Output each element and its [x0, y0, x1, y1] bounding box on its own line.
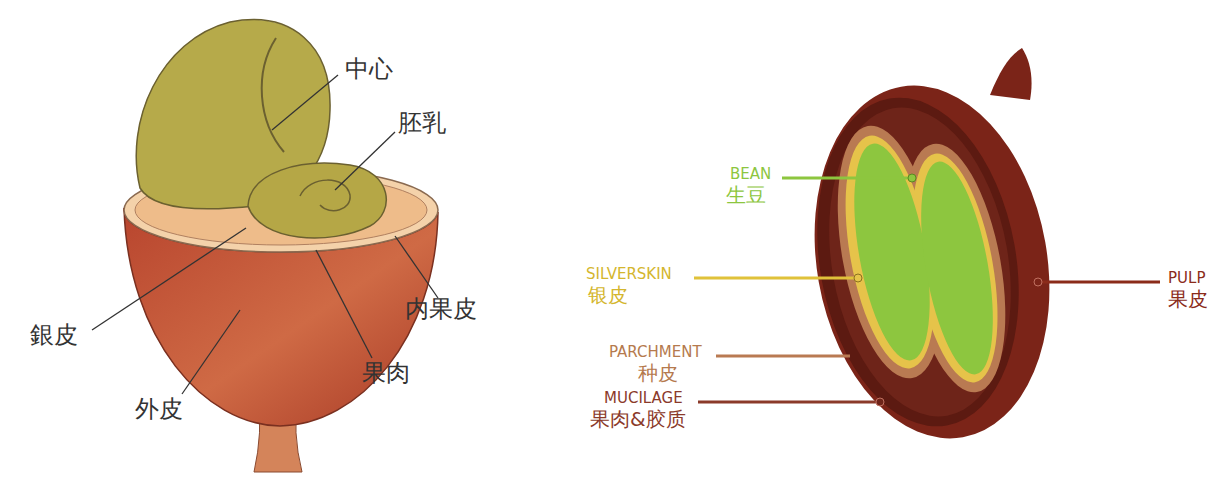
pulp-skin: [788, 67, 1076, 458]
endosperm-bean: [248, 163, 386, 238]
leader-line: [716, 355, 850, 358]
part-label: BEAN: [730, 166, 771, 183]
part-label: 种皮: [638, 362, 678, 385]
leader-dot: [854, 274, 862, 282]
part-label: SILVERSKIN: [586, 266, 672, 283]
leader-dot: [908, 174, 916, 182]
leader-line: [92, 228, 246, 330]
leader-line: [698, 401, 880, 404]
right-cherry: [694, 48, 1160, 457]
leader-dot: [1034, 278, 1042, 286]
leader-dot: [876, 398, 884, 406]
endosperm-curl: [300, 180, 350, 211]
part-label: 银皮: [588, 284, 628, 307]
part-label: PULP: [1168, 270, 1205, 287]
bean-groove: [262, 38, 284, 152]
part-label: 果皮: [1168, 288, 1208, 311]
part-label: PARCHMENT: [609, 344, 702, 361]
part-label: MUCILAGE: [604, 390, 683, 407]
leader-line: [782, 177, 912, 180]
cherry-nub: [990, 48, 1032, 100]
part-label: 外皮: [135, 396, 183, 424]
leader-line: [182, 310, 240, 394]
leader-lines-right: [694, 174, 1160, 406]
cut-face: [793, 82, 1044, 443]
bean-right: [908, 156, 1007, 379]
leader-line: [694, 277, 858, 280]
leader-line: [272, 75, 338, 130]
leader-line: [335, 132, 395, 190]
mucilage-layer: [806, 93, 1034, 431]
part-label: 生豆: [726, 184, 766, 207]
part-label: 果肉&胶质: [590, 408, 686, 431]
part-label: 中心: [345, 56, 393, 84]
part-label: 銀皮: [30, 322, 78, 350]
part-label: 果肉: [362, 360, 410, 388]
left-cherry: [92, 20, 438, 472]
leader-line: [395, 236, 438, 298]
part-label: 内果皮: [405, 296, 477, 324]
leader-line: [1038, 281, 1160, 284]
leader-line: [316, 250, 372, 358]
part-label: 胚乳: [398, 110, 446, 138]
leader-lines-left: [92, 75, 438, 394]
